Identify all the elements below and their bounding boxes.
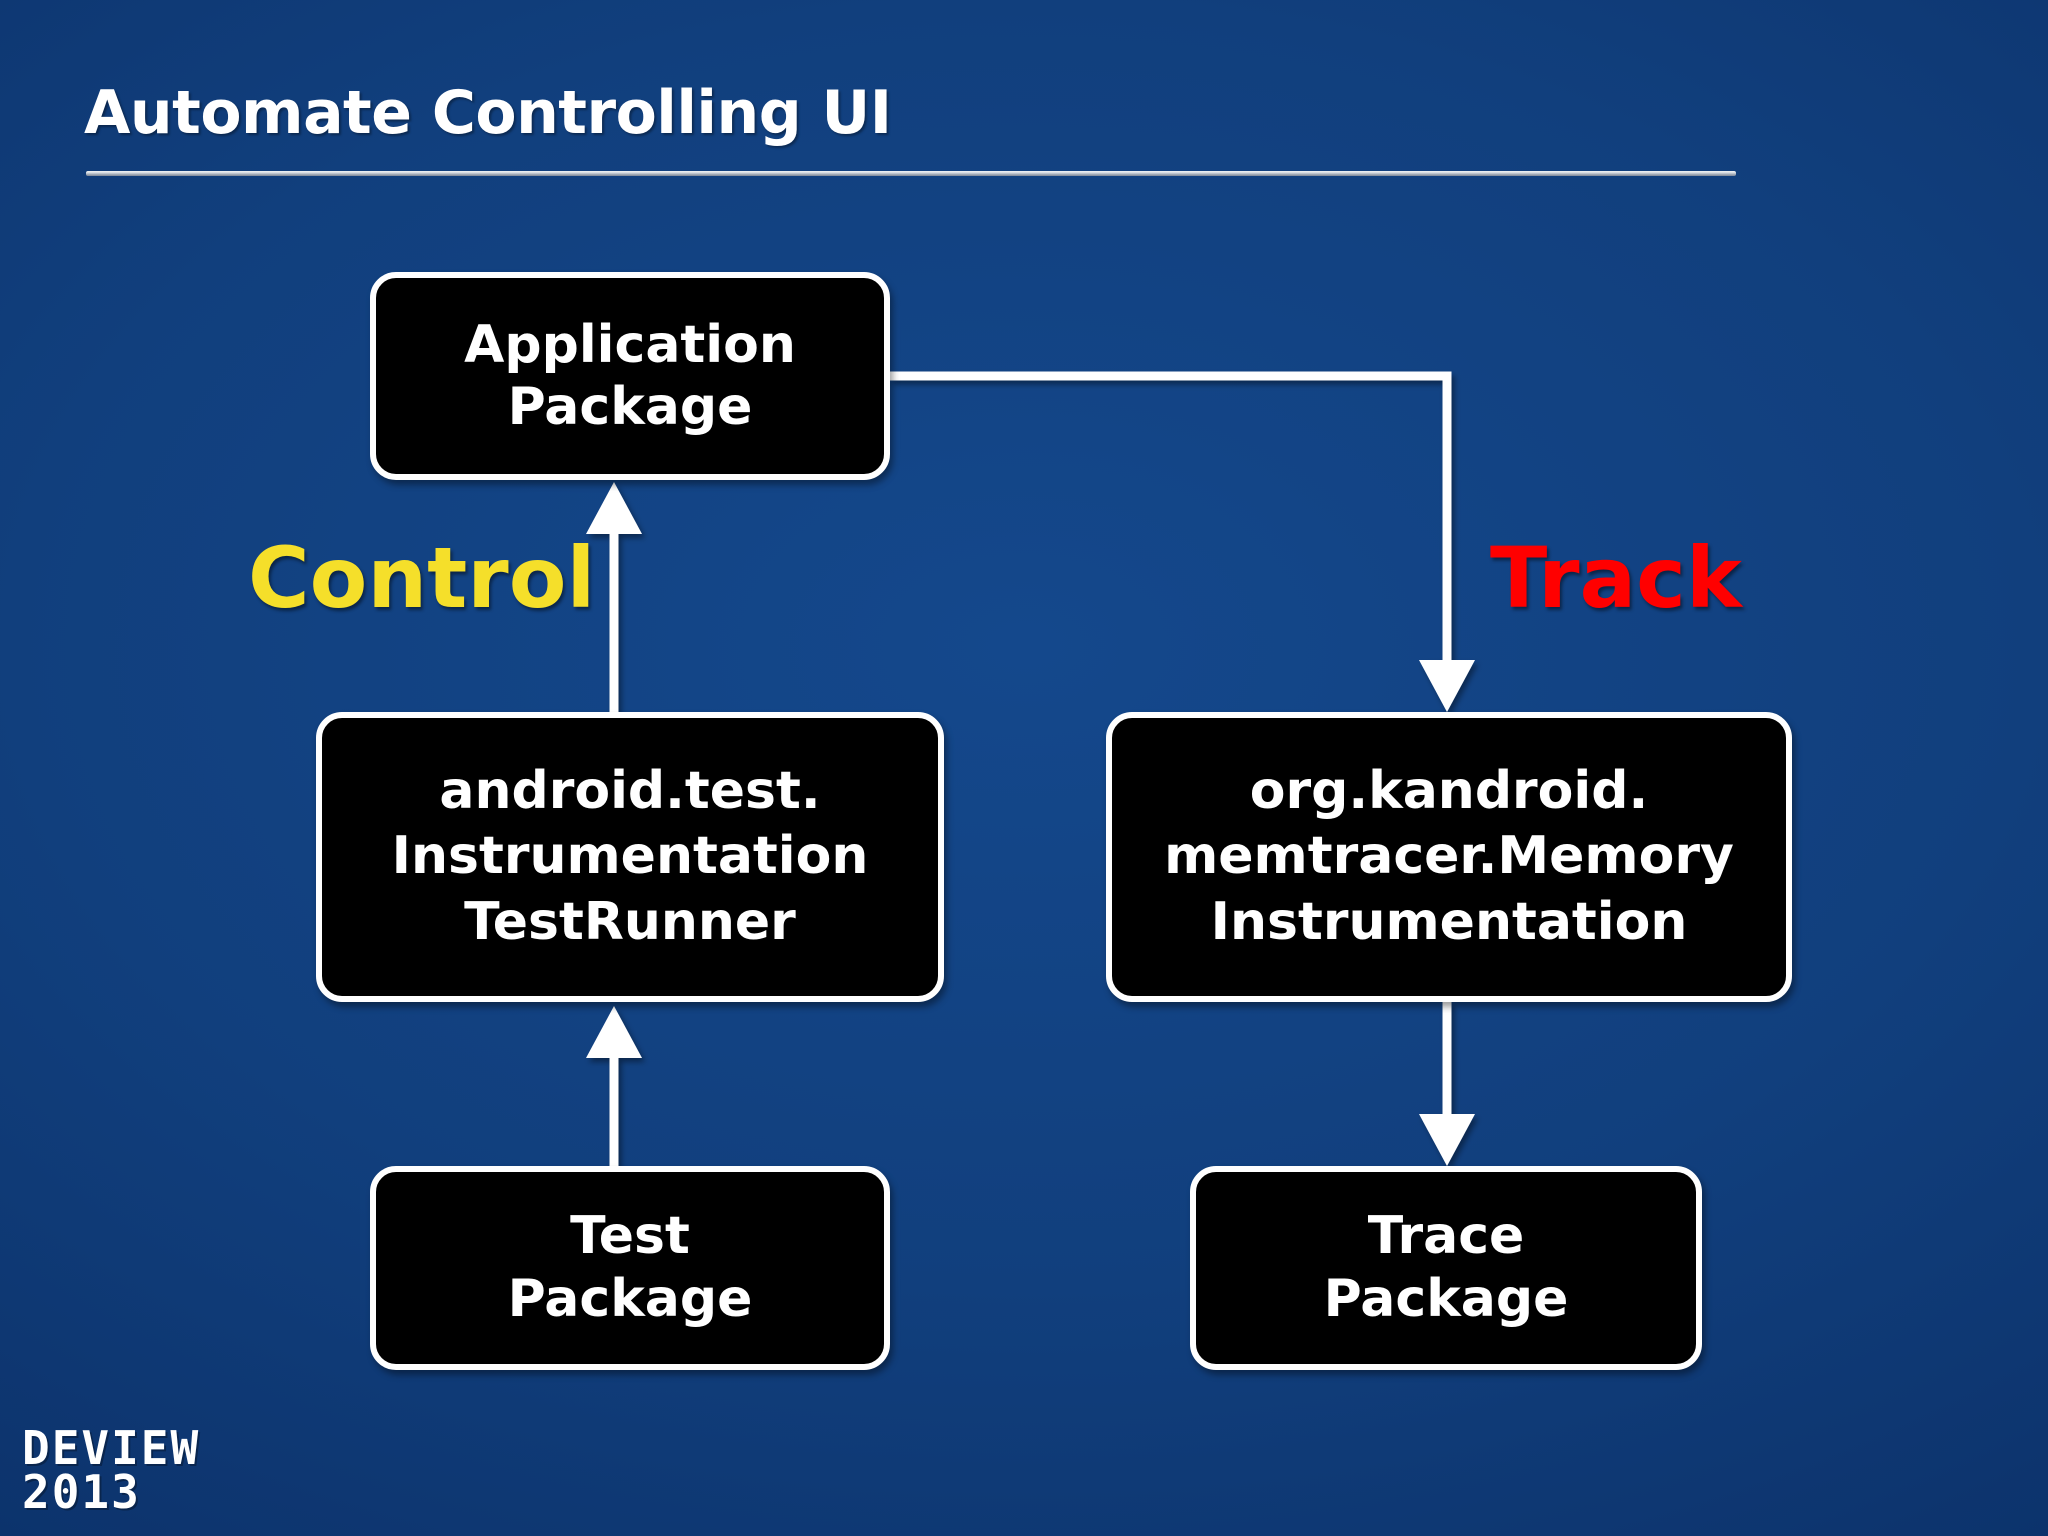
node-memory-instrumentation[interactable]: org.kandroid. memtracer.Memory Instrumen… [1106, 712, 1792, 1002]
node-line: Instrumentation [391, 826, 869, 887]
deview-logo-top: DEVIEW [22, 1420, 201, 1475]
edge-label-control: Control [248, 529, 596, 627]
node-line: Trace [1367, 1205, 1525, 1266]
node-line: memtracer.Memory [1164, 826, 1734, 887]
title-underline-rule [86, 171, 1736, 176]
node-line: TestRunner [464, 891, 796, 952]
node-line: Test [570, 1205, 690, 1266]
node-instrumentation-test-runner[interactable]: android.test. Instrumentation TestRunner [316, 712, 944, 1002]
node-line: android.test. [439, 760, 821, 821]
edge-memtracer-to-tracepkg [1419, 1002, 1475, 1166]
page-title: Automate Controlling UI [84, 78, 892, 148]
deview-logo: DEVIEW 2013 [22, 1420, 201, 1519]
edge-app-to-memtracer [890, 371, 1475, 712]
node-line: Package [507, 1269, 753, 1329]
node-test-package[interactable]: Test Package [370, 1166, 890, 1370]
node-line: Package [1323, 1269, 1569, 1329]
deview-logo-bottom: 2013 [22, 1464, 141, 1519]
node-line: org.kandroid. [1249, 760, 1649, 821]
edge-testpkg-to-runner [586, 1006, 642, 1166]
node-application-package[interactable]: Application Package [370, 272, 890, 480]
node-line: Package [507, 377, 753, 437]
node-trace-package[interactable]: Trace Package [1190, 1166, 1702, 1370]
edge-label-track: Track [1490, 529, 1742, 627]
node-line: Instrumentation [1210, 891, 1688, 952]
node-line: Application [464, 314, 796, 375]
